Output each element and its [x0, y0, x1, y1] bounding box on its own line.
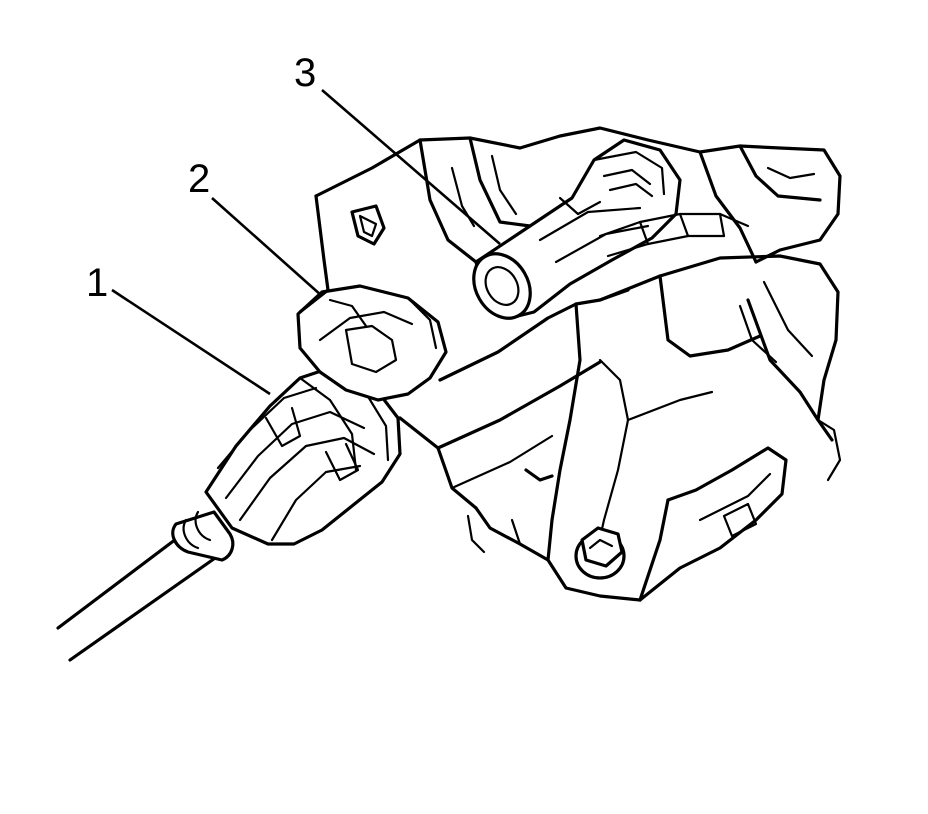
leader-line-2 — [211, 197, 323, 297]
leader-line-1 — [111, 288, 271, 396]
mounting-bolt — [574, 526, 626, 580]
connector-3-mating — [472, 138, 682, 320]
connector-2-lock — [296, 284, 448, 402]
callout-number-3: 3 — [294, 51, 316, 95]
leader-line-3 — [321, 89, 501, 245]
connector-1-body — [204, 364, 402, 546]
callout-labels: 1 2 3 — [86, 51, 316, 305]
steering-column-housing — [298, 126, 842, 602]
callout-number-1: 1 — [86, 261, 108, 305]
callout-number-2: 2 — [188, 157, 210, 201]
wire-harness — [56, 510, 235, 662]
callout-leaders — [111, 89, 501, 396]
